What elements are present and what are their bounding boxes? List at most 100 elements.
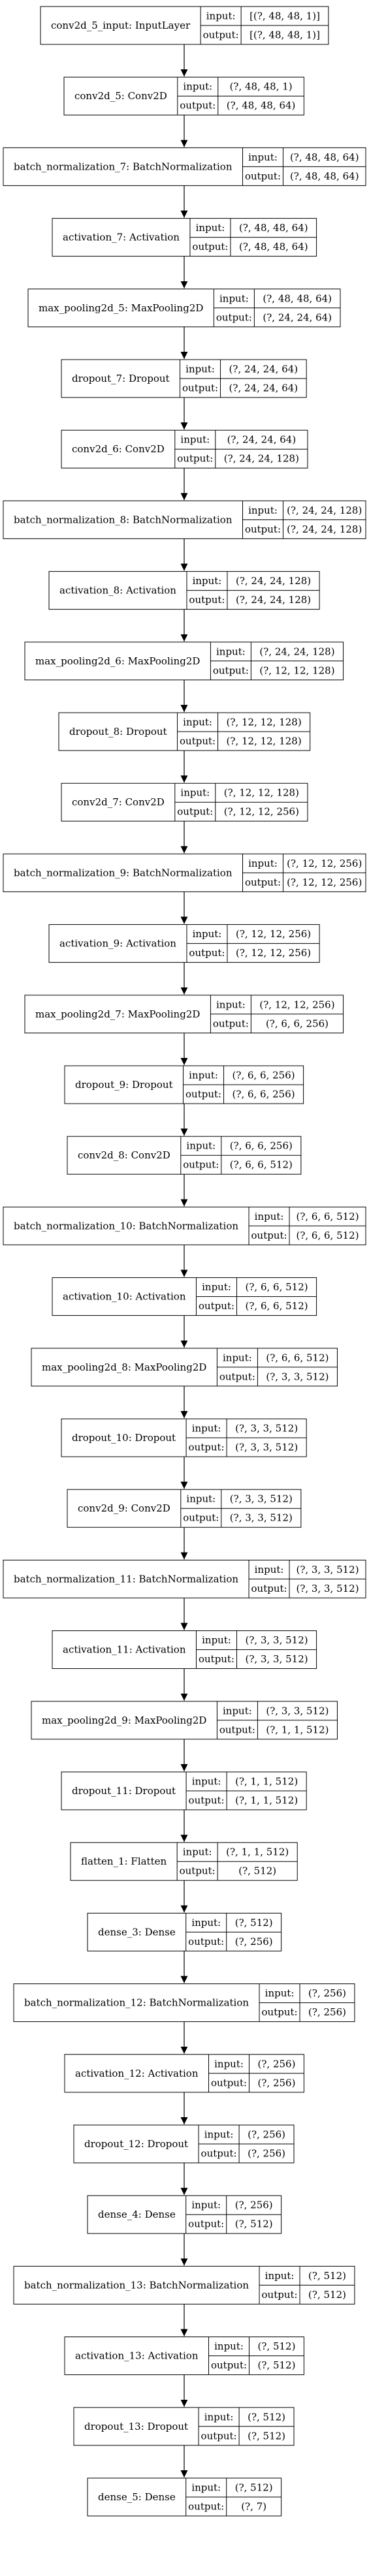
output-label: output:	[188, 1936, 224, 1948]
layer-name: batch_normalization_7: BatchNormalizatio…	[14, 161, 233, 172]
output-shape: (?, 3, 3, 512)	[235, 1442, 298, 1453]
output-label: output:	[245, 170, 281, 182]
output-label: output:	[201, 2430, 237, 2442]
output-label: output:	[213, 664, 249, 676]
layer-node: activation_10: Activationinput:output:(?…	[52, 1277, 317, 1316]
input-label: input:	[255, 1211, 284, 1222]
input-shape: (?, 1, 1, 512)	[226, 1846, 289, 1858]
input-shape: (?, 512)	[235, 2482, 273, 2494]
input-label: input:	[204, 2411, 234, 2423]
input-label: input:	[186, 1140, 216, 1152]
layer-name: activation_9: Activation	[59, 938, 176, 950]
layer-name: dropout_7: Dropout	[72, 373, 170, 384]
layer-node: max_pooling2d_9: MaxPooling2Dinput:outpu…	[31, 1701, 338, 1740]
output-label: output:	[185, 1089, 221, 1100]
layer-name: batch_normalization_13: BatchNormalizati…	[24, 2279, 249, 2291]
input-shape: (?, 48, 48, 64)	[239, 222, 308, 234]
layer-name: activation_8: Activation	[59, 585, 176, 597]
output-label: output:	[199, 1300, 234, 1312]
output-shape: (?, 3, 3, 512)	[246, 1653, 308, 1665]
output-label: output:	[188, 2218, 224, 2230]
input-shape: [(?, 48, 48, 1)]	[249, 10, 320, 22]
output-shape: (?, 24, 24, 128)	[287, 523, 362, 535]
output-shape: (?, 6, 6, 512)	[296, 1230, 359, 1241]
input-shape: (?, 48, 48, 1)	[230, 81, 293, 93]
input-label: input:	[248, 504, 278, 516]
output-shape: (?, 256)	[308, 2006, 346, 2018]
input-shape: (?, 6, 6, 512)	[266, 1352, 329, 1363]
output-shape: (?, 12, 12, 256)	[236, 947, 311, 959]
input-label: input:	[191, 2482, 221, 2494]
layer-name: dropout_11: Dropout	[72, 1785, 176, 1797]
output-label: output:	[189, 1442, 225, 1453]
input-label: input:	[216, 645, 246, 657]
output-label: output:	[219, 1371, 255, 1382]
output-label: output:	[180, 100, 216, 112]
output-shape: (?, 6, 6, 512)	[230, 1159, 293, 1171]
input-shape: (?, 3, 3, 512)	[296, 1564, 359, 1575]
output-shape: (?, 256)	[258, 2077, 296, 2088]
layer-node: batch_normalization_11: BatchNormalizati…	[3, 1559, 366, 1598]
layer-node: activation_12: Activationinput:output:(?…	[64, 2054, 304, 2093]
input-shape: (?, 512)	[258, 2340, 296, 2352]
input-label: input:	[265, 2270, 295, 2282]
layer-name: activation_12: Activation	[75, 2068, 199, 2079]
output-shape: (?, 24, 24, 64)	[263, 311, 332, 323]
input-label: input:	[193, 928, 222, 940]
output-shape: (?, 512)	[308, 2289, 346, 2301]
input-shape: (?, 12, 12, 128)	[227, 717, 302, 728]
layer-name: dense_5: Dense	[98, 2491, 176, 2503]
layer-box	[61, 1418, 307, 1457]
input-shape: (?, 3, 3, 512)	[246, 1634, 308, 1646]
input-label: input:	[183, 1846, 212, 1858]
output-label: output:	[213, 1017, 249, 1029]
layer-node: batch_normalization_10: BatchNormalizati…	[3, 1206, 366, 1245]
input-label: input:	[192, 1423, 221, 1435]
layer-node: activation_13: Activationinput:output:(?…	[64, 2336, 304, 2376]
input-shape: (?, 24, 24, 64)	[229, 364, 298, 375]
input-shape: (?, 12, 12, 256)	[259, 999, 334, 1010]
output-shape: (?, 24, 24, 128)	[236, 594, 311, 606]
output-label: output:	[211, 2359, 247, 2371]
input-label: input:	[186, 1493, 216, 1505]
output-label: output:	[245, 523, 281, 535]
output-label: output:	[177, 453, 213, 465]
layer-node: max_pooling2d_7: MaxPooling2Dinput:outpu…	[24, 995, 344, 1034]
output-shape: (?, 24, 24, 128)	[224, 453, 299, 465]
input-label: input:	[206, 10, 236, 22]
input-label: input:	[255, 1564, 284, 1575]
output-shape: (?, 48, 48, 64)	[227, 100, 296, 112]
output-label: output:	[199, 1653, 234, 1665]
layer-node: activation_7: Activationinput:output:(?,…	[52, 218, 317, 257]
output-label: output:	[177, 806, 213, 818]
input-shape: (?, 48, 48, 64)	[263, 292, 332, 304]
layer-name: max_pooling2d_7: MaxPooling2D	[35, 1008, 200, 1020]
input-label: input:	[204, 2129, 234, 2141]
input-label: input:	[202, 1281, 231, 1293]
input-shape: (?, 256)	[308, 1987, 346, 1999]
output-label: output:	[203, 29, 239, 41]
input-label: input:	[196, 222, 225, 234]
layer-name: activation_13: Activation	[75, 2350, 199, 2362]
output-shape: (?, 1, 1, 512)	[235, 1795, 298, 1807]
output-label: output:	[183, 1159, 219, 1171]
input-label: input:	[223, 1705, 252, 1716]
output-label: output:	[216, 311, 252, 323]
output-shape: (?, 48, 48, 64)	[239, 241, 308, 253]
output-shape: (?, 256)	[248, 2148, 285, 2160]
output-label: output:	[251, 1583, 287, 1594]
output-shape: (?, 256)	[235, 1936, 273, 1948]
output-label: output:	[219, 1724, 255, 1735]
input-label: input:	[183, 81, 212, 93]
input-shape: (?, 3, 3, 512)	[235, 1423, 298, 1435]
output-shape: (?, 12, 12, 256)	[224, 806, 299, 818]
input-shape: (?, 6, 6, 512)	[246, 1281, 308, 1293]
layer-name: dropout_13: Dropout	[84, 2421, 188, 2432]
